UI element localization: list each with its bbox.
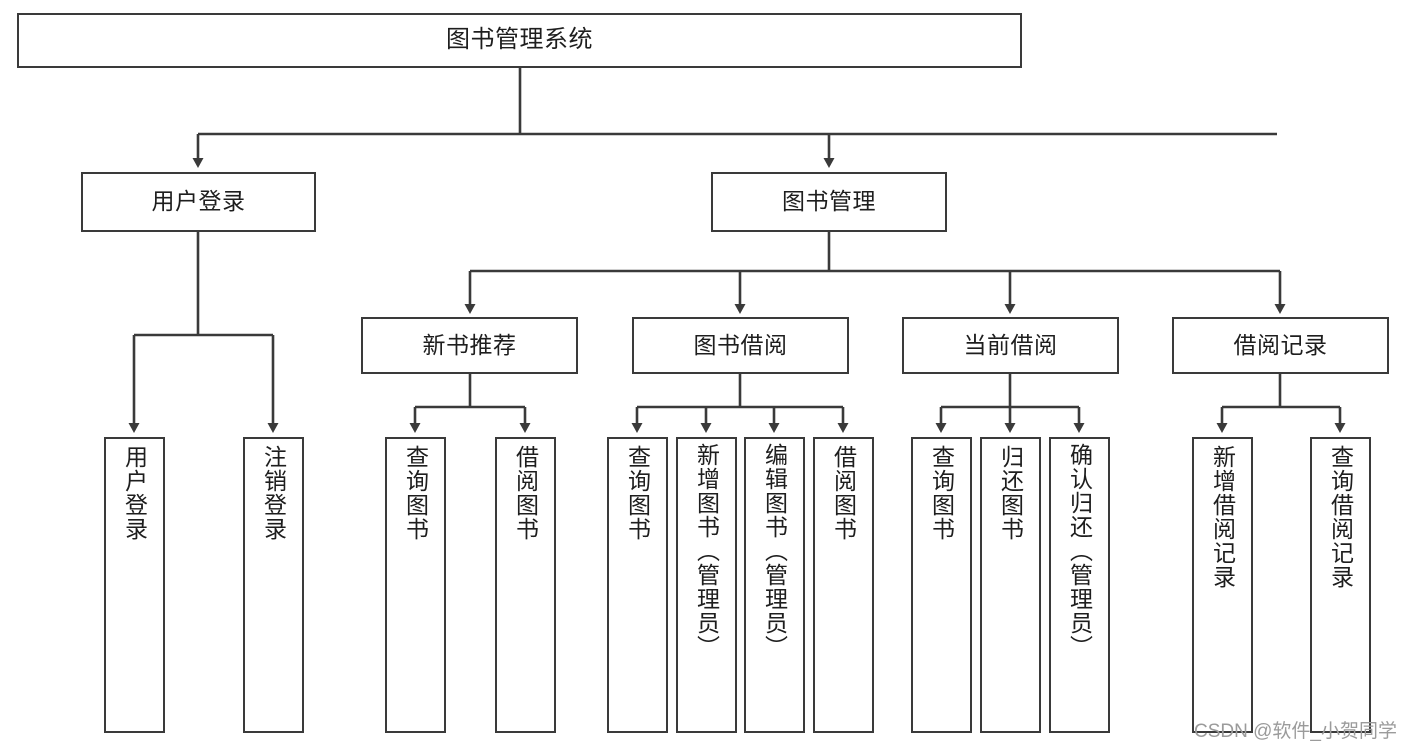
node-leaf-query-borrow-record[interactable]: 查询借阅记录	[1310, 437, 1371, 733]
watermark-text: CSDN @软件_小贺同学	[1194, 721, 1397, 742]
node-book-borrowing[interactable]: 图书借阅	[632, 317, 849, 374]
node-leaf-add-borrow-record[interactable]: 新增借阅记录	[1192, 437, 1253, 733]
node-label: 借阅图书	[830, 445, 857, 541]
node-leaf-edit-book-admin[interactable]: 编辑图书（管理员）	[744, 437, 805, 733]
node-leaf-confirm-return-admin[interactable]: 确认归还（管理员）	[1049, 437, 1110, 733]
node-leaf-add-book-admin[interactable]: 新增图书（管理员）	[676, 437, 737, 733]
node-leaf-borrow-books[interactable]: 借阅图书	[813, 437, 874, 733]
node-leaf-user-login[interactable]: 用户登录	[104, 437, 165, 733]
node-label: 借阅图书	[512, 445, 539, 541]
node-label: 借阅记录	[1233, 331, 1328, 358]
node-label: 注销登录	[260, 445, 287, 541]
node-leaf-query-books-rec[interactable]: 查询图书	[385, 437, 446, 733]
node-label: 新增借阅记录	[1209, 445, 1236, 589]
node-leaf-logout[interactable]: 注销登录	[243, 437, 304, 733]
node-book-management[interactable]: 图书管理	[711, 172, 947, 232]
node-current-borrowing[interactable]: 当前借阅	[902, 317, 1119, 374]
node-user-login[interactable]: 用户登录	[81, 172, 316, 232]
node-leaf-borrow-books-rec[interactable]: 借阅图书	[495, 437, 556, 733]
node-label: 新书推荐	[422, 331, 517, 358]
node-label: 新增图书（管理员）	[693, 443, 720, 659]
node-label: 图书借阅	[693, 331, 788, 358]
node-label: 归还图书	[997, 445, 1024, 541]
node-label: 当前借阅	[963, 331, 1058, 358]
node-label: 查询图书	[928, 445, 955, 541]
node-label: 用户登录	[151, 188, 246, 215]
node-leaf-return-books[interactable]: 归还图书	[980, 437, 1041, 733]
node-label: 图书管理系统	[446, 26, 593, 54]
node-label: 确认归还（管理员）	[1066, 443, 1093, 659]
node-label: 编辑图书（管理员）	[761, 443, 788, 659]
node-root-book-management-system[interactable]: 图书管理系统	[17, 13, 1022, 68]
node-leaf-query-books-borrow[interactable]: 查询图书	[607, 437, 668, 733]
node-label: 查询图书	[624, 445, 651, 541]
node-label: 图书管理	[782, 188, 876, 215]
node-leaf-query-books-current[interactable]: 查询图书	[911, 437, 972, 733]
node-label: 查询图书	[402, 445, 429, 541]
node-label: 查询借阅记录	[1327, 445, 1354, 589]
node-label: 用户登录	[121, 445, 148, 541]
node-new-book-recommendation[interactable]: 新书推荐	[361, 317, 578, 374]
node-borrow-record[interactable]: 借阅记录	[1172, 317, 1389, 374]
